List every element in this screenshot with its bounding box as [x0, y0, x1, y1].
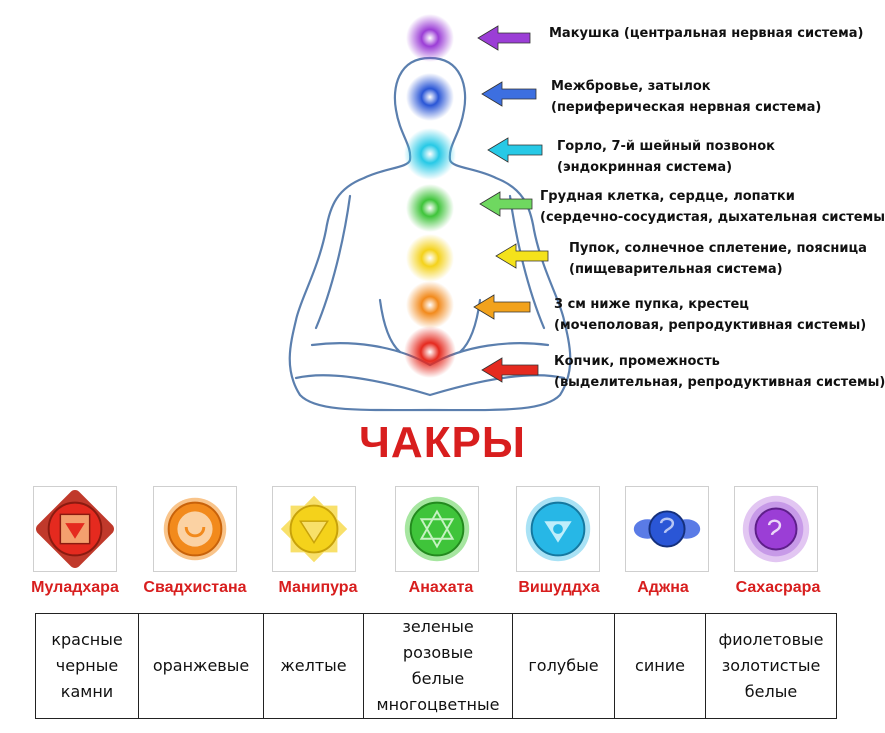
label-root: Копчик, промежность (выделительная, репр… [554, 354, 885, 390]
meditation-figure-diagram [288, 14, 572, 412]
stones-vishuddha: голубые [512, 613, 615, 719]
svadhisthana-symbol [153, 486, 237, 572]
body-outline [288, 56, 572, 412]
stones-manipura: желтые [263, 613, 364, 719]
page-title: ЧАКРЫ [359, 418, 526, 467]
arrow-crown [477, 25, 531, 51]
arrow-solar [495, 243, 549, 269]
chakra-name-vishuddha: Вишуддха [518, 579, 600, 596]
label-heart: Грудная клетка, сердце, лопатки (сердечн… [540, 189, 885, 225]
label-third-eye: Межбровье, затылок (периферическая нервн… [551, 79, 822, 115]
arrow-throat [487, 137, 543, 163]
chakra-name-muladhara: Муладхара [31, 579, 119, 596]
arrow-root [481, 357, 539, 383]
sacral-chakra-glow [406, 281, 454, 329]
vishuddha-symbol [516, 486, 600, 572]
label-solar: Пупок, солнечное сплетение, поясница (пи… [569, 241, 867, 277]
ajna-symbol [625, 486, 709, 572]
arrows [473, 25, 549, 383]
arrow-heart [479, 191, 533, 217]
crown-chakra-glow [406, 14, 454, 62]
root-chakra-glow [404, 326, 456, 378]
third-eye-chakra-glow [406, 73, 454, 121]
manipura-symbol [272, 486, 356, 572]
stones-ajna: синие [614, 613, 706, 719]
label-crown: Макушка (центральная нервная система) [549, 26, 864, 41]
label-sacral: 3 см ниже пупка, крестец (мочеполовая, р… [554, 297, 867, 333]
sahasrara-symbol [734, 486, 818, 572]
chakra-name-ajna: Аджна [637, 579, 689, 596]
chakra-glows [404, 14, 456, 378]
heart-chakra-glow [406, 184, 454, 232]
label-throat: Горло, 7-й шейный позвонок (эндокринная … [557, 139, 775, 175]
arrow-sacral [473, 294, 531, 320]
arrow-third-eye [481, 81, 537, 107]
anahata-symbol [395, 486, 479, 572]
chakra-name-svadhisthana: Свадхистана [143, 579, 247, 596]
solar-chakra-glow [406, 234, 454, 282]
muladhara-symbol [33, 486, 117, 572]
throat-chakra-glow [404, 128, 456, 180]
chakra-name-anahata: Анахата [408, 579, 474, 596]
chakra-name-sahasrara: Сахасрара [735, 579, 821, 596]
stones-svadhisthana: оранжевые [138, 613, 264, 719]
chakra-name-manipura: Манипура [278, 579, 358, 596]
